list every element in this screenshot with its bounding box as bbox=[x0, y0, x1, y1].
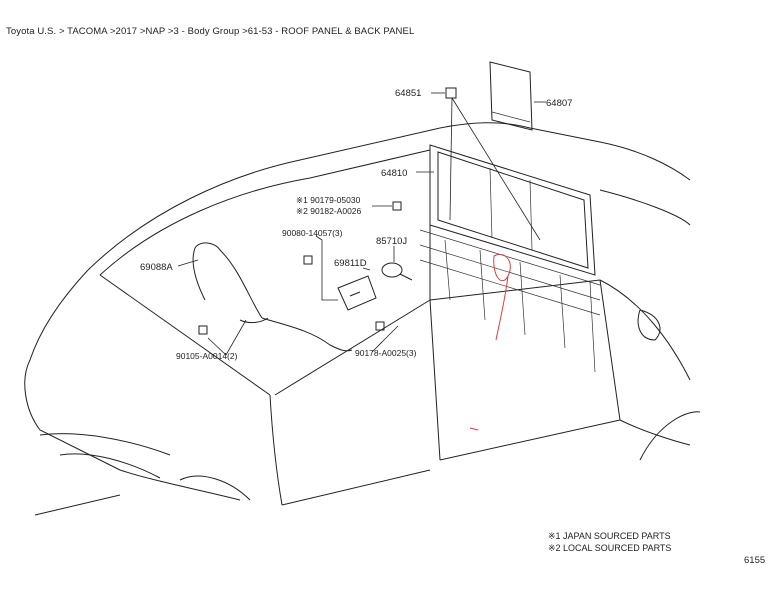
callout-labels: 64851 64807 64810 ※1 90179-05030 ※2 9018… bbox=[140, 88, 572, 361]
part-69088a-cable bbox=[192, 242, 353, 352]
part-69811d-latch bbox=[337, 275, 377, 311]
legend-local-sourced: ※2 LOCAL SOURCED PARTS bbox=[548, 543, 672, 553]
callout-64810[interactable]: 64810 bbox=[381, 168, 407, 179]
breadcrumb[interactable]: Toyota U.S. > TACOMA >2017 >NAP >3 - Bod… bbox=[6, 26, 415, 37]
callout-90080-14057[interactable]: 90080-14057(3) bbox=[282, 228, 343, 238]
callout-90182-a0026[interactable]: ※2 90182-A0026 bbox=[296, 206, 362, 216]
red-annotation bbox=[469, 254, 511, 431]
legend-japan-sourced: ※1 JAPAN SOURCED PARTS bbox=[548, 531, 671, 541]
leader-lines bbox=[177, 92, 546, 356]
page-number: 6155 bbox=[744, 555, 766, 566]
callout-64807[interactable]: 64807 bbox=[546, 98, 572, 109]
part-64807-panel bbox=[489, 61, 533, 131]
callout-69088a[interactable]: 69088A bbox=[140, 262, 173, 273]
callout-85710j[interactable]: 85710J bbox=[376, 236, 407, 247]
back-panel-assembly bbox=[419, 144, 601, 373]
truck-outline bbox=[24, 122, 701, 516]
callout-90105-a0014[interactable]: 90105-A0014(2) bbox=[176, 351, 238, 361]
part-85710j-motor bbox=[381, 262, 413, 281]
callout-90179-05030[interactable]: ※1 90179-05030 bbox=[296, 195, 361, 205]
callout-69811d[interactable]: 69811D bbox=[334, 258, 367, 269]
callout-90178-a0025[interactable]: 90178-A0025(3) bbox=[355, 348, 417, 358]
part-64851-clip bbox=[445, 87, 457, 99]
bolts bbox=[198, 201, 402, 335]
callout-64851[interactable]: 64851 bbox=[395, 88, 421, 99]
